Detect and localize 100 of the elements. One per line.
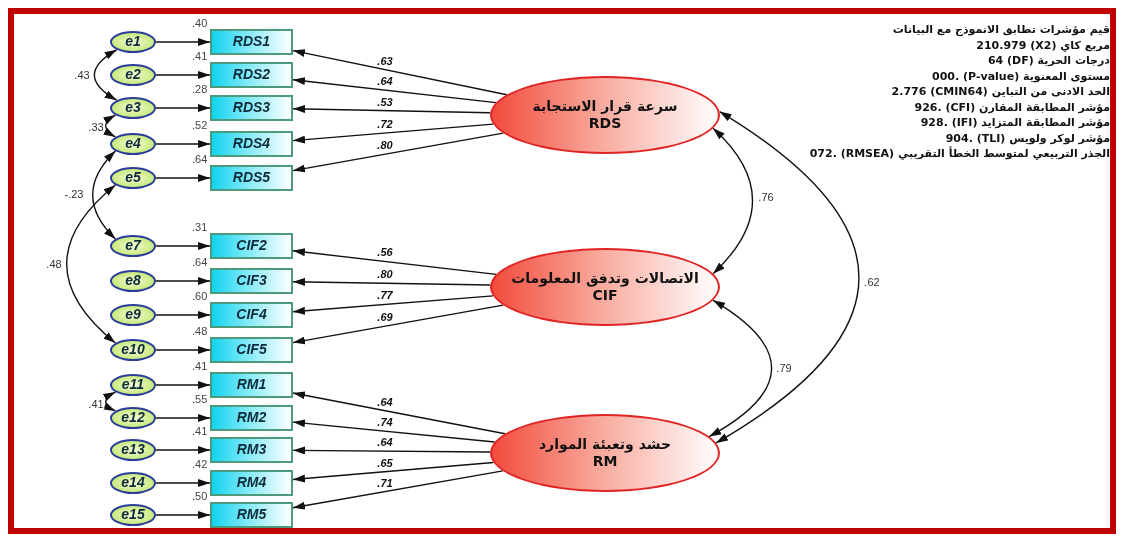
error-term-ellipse: [110, 407, 156, 429]
error-term-ellipse: [110, 339, 156, 361]
path-arrow: [292, 132, 504, 173]
path-arrow: [155, 414, 211, 422]
fit-index-line: مربع كاي (X2) 210.979: [976, 37, 1110, 53]
edge-label: .63: [376, 55, 394, 67]
path-arrow: [155, 311, 211, 319]
path-arrow: [292, 248, 497, 276]
path-arrow: [155, 346, 211, 354]
edge-label: .74: [376, 416, 394, 428]
indicator-box: [210, 62, 293, 88]
r-squared-label: .50: [192, 491, 208, 502]
r-squared-label: .41: [192, 426, 208, 437]
variable-label: e15: [121, 506, 145, 524]
latent-label: CIF: [592, 287, 618, 305]
path-arrow: [155, 140, 211, 148]
indicator-box: [210, 29, 293, 55]
variable-label: e4: [125, 135, 141, 153]
latent-label: سرعة قرار الاستجابة: [532, 97, 678, 115]
path-arrow: [155, 104, 211, 112]
edge-label: .80: [376, 139, 394, 151]
error-term-ellipse: [110, 64, 156, 86]
covariance-arrow: [712, 127, 754, 275]
indicator-box: [210, 502, 293, 528]
edge-label: .69: [376, 311, 394, 323]
variable-label: e8: [125, 272, 141, 290]
r-squared-label: .64: [192, 154, 208, 165]
latent-label: RDS: [588, 115, 622, 133]
latent-label: RM: [592, 453, 618, 471]
variable-label: RDS1: [232, 33, 271, 51]
indicator-box: [210, 337, 293, 363]
error-term-ellipse: [110, 97, 156, 119]
variable-label: e13: [121, 441, 145, 459]
path-arrow: [292, 391, 506, 435]
r-squared-label: .52: [192, 120, 208, 131]
edge-label: .53: [376, 96, 394, 108]
variable-label: e1: [125, 33, 141, 51]
fit-indices-heading: قيم مؤشرات تطابق الانموذج مع البيانات: [892, 22, 1110, 38]
variable-label: RM2: [236, 409, 267, 427]
indicator-box: [210, 372, 293, 398]
indicator-box: [210, 405, 293, 431]
error-term-ellipse: [110, 504, 156, 526]
path-arrow: [155, 242, 211, 250]
path-arrow: [292, 304, 504, 345]
indicator-box: [210, 268, 293, 294]
indicator-box: [210, 95, 293, 121]
r-squared-label: .64: [192, 257, 208, 268]
path-arrow: [155, 277, 211, 285]
variable-label: e9: [125, 306, 141, 324]
covariance-arrow: [92, 150, 117, 240]
fit-index-line: الحد الادنى من التباين (CMIN64) 2.776: [891, 84, 1110, 100]
fit-index-line: درجات الحرية (DF) 64: [987, 53, 1110, 69]
variable-label: e2: [125, 66, 141, 84]
variable-label: e12: [121, 409, 145, 427]
r-squared-label: .55: [192, 394, 208, 405]
latent-label: الاتصالات وتدفق المعلومات: [511, 269, 699, 287]
variable-label: RDS2: [232, 66, 271, 84]
r-squared-label: .28: [192, 84, 208, 95]
variable-label: CIF5: [236, 341, 267, 359]
path-arrow: [292, 49, 508, 96]
variable-label: CIF3: [236, 272, 267, 290]
covariance-arrow: [708, 299, 773, 438]
edge-label: .33: [87, 121, 105, 133]
indicator-box: [210, 233, 293, 259]
variable-label: e7: [125, 237, 141, 255]
variable-label: CIF4: [236, 306, 267, 324]
error-term-ellipse: [110, 235, 156, 257]
variable-label: e14: [121, 474, 145, 492]
edge-label: .43: [73, 69, 91, 81]
indicator-box: [210, 131, 293, 157]
fit-index-line: مؤشر المطابقة المتزايد (IFI) .928: [920, 115, 1110, 131]
edge-label: .77: [376, 289, 394, 301]
latent-label: حشد وتعبئة الموارد: [538, 435, 672, 453]
error-term-ellipse: [110, 374, 156, 396]
indicator-box: [210, 165, 293, 191]
edge-label: .64: [376, 436, 394, 448]
variable-label: RM1: [236, 376, 267, 394]
variable-label: e3: [125, 99, 141, 117]
covariance-arrow: [93, 49, 118, 101]
edge-label: .80: [376, 268, 394, 280]
indicator-box: [210, 437, 293, 463]
variable-label: e11: [121, 376, 145, 394]
covariance-arrow: [66, 184, 117, 344]
edge-label: .79: [775, 362, 793, 374]
edge-label: .41: [87, 398, 105, 410]
edge-label: .64: [376, 396, 394, 408]
fit-index-line: مؤشر لوكر ولويس (TLI) .904: [945, 130, 1110, 146]
edge-label: .56: [376, 246, 394, 258]
path-arrow: [292, 419, 496, 443]
path-arrow: [292, 105, 491, 114]
edge-label: .76: [757, 191, 775, 203]
r-squared-label: .48: [192, 326, 208, 337]
error-term-ellipse: [110, 439, 156, 461]
variable-label: RM4: [236, 474, 267, 492]
error-term-ellipse: [110, 133, 156, 155]
edge-label: .62: [863, 276, 881, 288]
covariance-arrow: [102, 391, 117, 412]
edge-label: .72: [376, 118, 394, 130]
path-arrow: [292, 470, 504, 510]
edge-label: -.23: [63, 188, 85, 200]
